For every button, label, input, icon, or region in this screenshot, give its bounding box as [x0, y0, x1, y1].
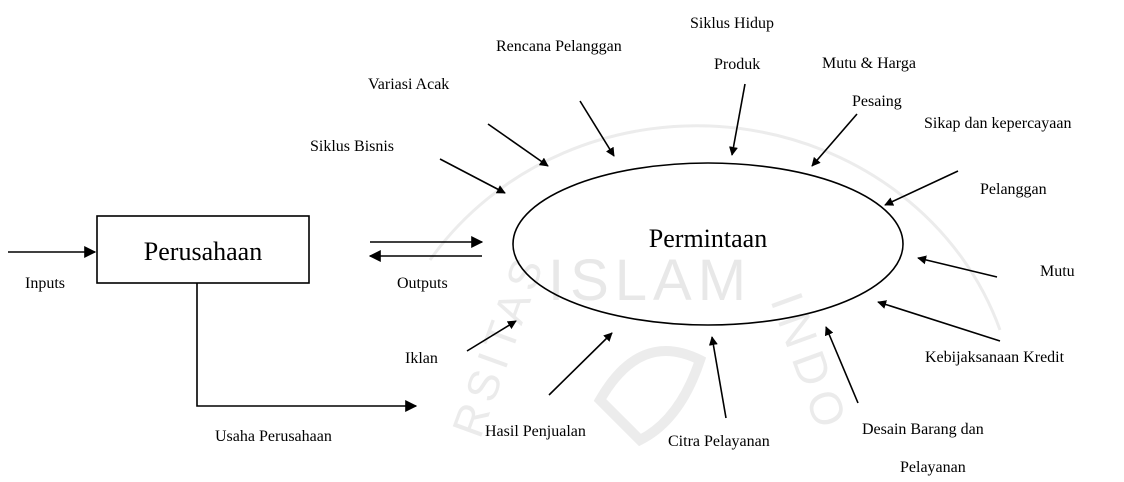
competitor-quality-price-arrow — [811, 113, 858, 167]
customer-attitude-label-2: Pelanggan — [980, 181, 1047, 198]
demand-ellipse — [512, 162, 904, 326]
product-life-cycle-arrow — [729, 83, 746, 156]
product-design-label-2: Pelayanan — [900, 459, 966, 476]
advertising-label: Iklan — [405, 350, 438, 367]
random-variation-label: Variasi Acak — [368, 76, 449, 93]
product-design-arrow — [824, 326, 859, 404]
outputs-label: Outputs — [397, 275, 448, 292]
company-effort-label: Usaha Perusahaan — [215, 428, 332, 445]
competitor-quality-price-label-2: Pesaing — [852, 93, 902, 110]
service-image-arrow — [708, 336, 727, 419]
sales-result-label: Hasil Penjualan — [485, 423, 586, 440]
customer-plan-arrow — [579, 100, 615, 157]
company-box — [96, 215, 310, 284]
watermark-text-left: RSITAS — [443, 247, 555, 444]
competitor-quality-price-label-1: Mutu & Harga — [822, 55, 916, 72]
customer-plan-label: Rencana Pelanggan — [496, 38, 622, 55]
quality-arrow — [917, 255, 998, 278]
product-design-label-1: Desain Barang dan — [862, 421, 984, 438]
business-cycle-arrow — [439, 158, 506, 194]
watermark-seal: ISLAM INDO RSITAS — [428, 124, 1002, 447]
customer-attitude-arrow — [884, 170, 959, 206]
service-image-label: Citra Pelayanan — [668, 433, 770, 450]
advertising-arrow — [466, 320, 517, 352]
product-life-cycle-label-2: Produk — [714, 56, 760, 73]
business-cycle-label: Siklus Bisnis — [310, 138, 394, 155]
inputs-label: Inputs — [25, 275, 65, 292]
quality-label: Mutu — [1040, 263, 1075, 280]
customer-attitude-label-1: Sikap dan kepercayaan — [924, 115, 1071, 132]
company-box-label: Perusahaan — [144, 237, 262, 266]
watermark-text-top: ISLAM — [548, 248, 752, 313]
product-life-cycle-label-1: Siklus Hidup — [690, 15, 774, 32]
credit-policy-label: Kebijaksanaan Kredit — [925, 349, 1065, 366]
random-variation-arrow — [487, 123, 549, 167]
watermark-text-right: INDO — [761, 286, 860, 442]
demand-ellipse-label: Permintaan — [649, 224, 767, 253]
credit-policy-arrow — [877, 300, 1001, 342]
company-effort-arrow — [196, 283, 418, 412]
sales-result-arrow — [548, 332, 613, 396]
